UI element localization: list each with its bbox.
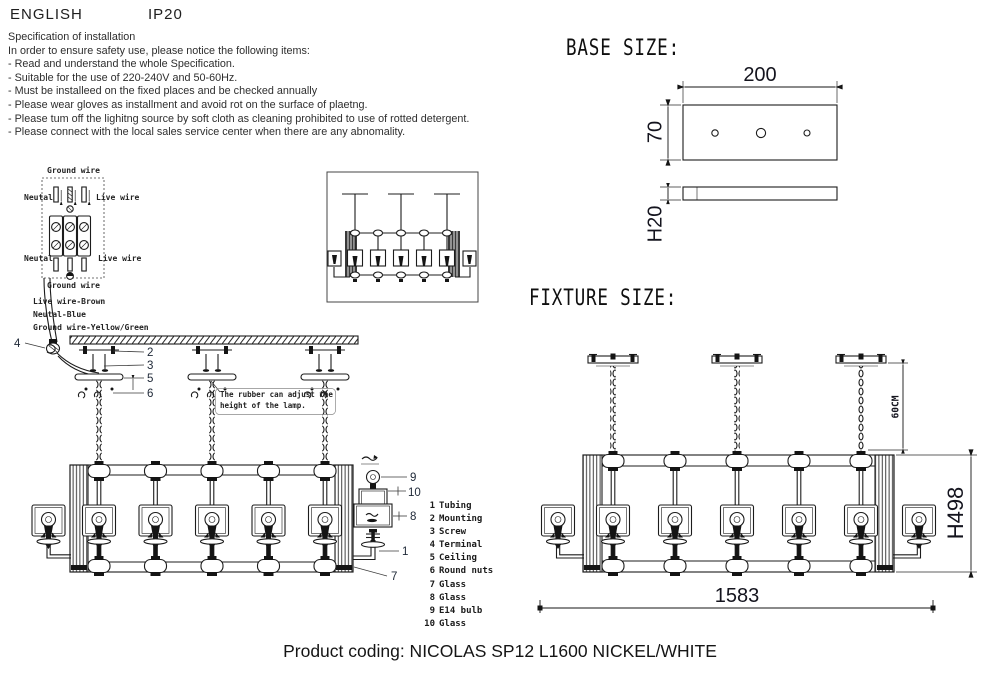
fixture-overview-inset: [326, 171, 479, 303]
spec-item: - Please connect with the local sales se…: [8, 126, 406, 139]
product-coding: Product coding: NICOLAS SP12 L1600 NICKE…: [283, 641, 717, 661]
callout-10: 10: [408, 487, 421, 499]
chain-length-dim: 60CM: [891, 395, 902, 418]
fixture-size-drawing: 60CM H498: [537, 352, 977, 613]
legend-ground-wire: Ground wire-Yellow/Green: [33, 322, 149, 332]
fixture-size-title: FIXTURE SIZE:: [529, 286, 678, 311]
label-ground-wire-top: Ground wire: [47, 165, 100, 175]
specification-block: Specification of installation In order t…: [8, 31, 469, 140]
label-live-top: Live wire: [96, 192, 140, 202]
legend-live-wire: Live wire-Brown: [33, 296, 105, 306]
callout-2: 2: [147, 347, 153, 359]
bulb-detail: 9 10 8 1 7: [353, 455, 421, 583]
ip-rating-label: IP20: [148, 6, 183, 23]
callout-8: 8: [410, 511, 416, 523]
label-neutral-bottom: Neutal: [24, 254, 53, 263]
spec-item: - Please tum off the lighitng source by …: [8, 112, 470, 125]
callout-6: 6: [147, 388, 153, 400]
base-depth-dim: 70: [644, 121, 666, 143]
spec-item: - Read and understand the whole Specific…: [8, 58, 235, 71]
spec-item: - Please wear gloves as installment and …: [8, 98, 368, 111]
language-label: ENGLISH: [10, 6, 83, 23]
callout-4: 4: [14, 338, 21, 350]
callout-7: 7: [391, 571, 397, 583]
callout-9: 9: [410, 472, 416, 484]
base-size-drawing: 200 70 H20: [644, 64, 843, 243]
spec-item: - Suitable for the use of 220-240V and 5…: [8, 71, 238, 84]
installation-diagram: 4 2 3 5 6 The rubber can adjust the heig…: [14, 335, 359, 577]
label-live-bottom: Live wire: [98, 253, 142, 263]
note-rubber-line2: height of the lamp.: [220, 401, 306, 410]
fixture-width-dim: 1583: [715, 585, 760, 607]
base-height-dim: H20: [644, 206, 666, 243]
spec-title: Specification of installation: [8, 31, 136, 43]
label-neutral-top: Neutal: [24, 193, 53, 202]
note-rubber-line1: The rubber can adjust the: [220, 390, 333, 399]
callout-5: 5: [147, 373, 153, 385]
callout-1: 1: [402, 546, 408, 558]
base-width-dim: 200: [743, 64, 776, 86]
wiring-diagram: Ground wire Neutal Live wire: [24, 165, 149, 343]
spec-intro: In order to ensure safety use, please no…: [8, 44, 310, 57]
legend-neutral: Neutal-Blue: [33, 310, 86, 319]
callout-3: 3: [147, 360, 153, 372]
spec-item: - Must be installeed on the fixed places…: [8, 85, 318, 98]
base-size-title: BASE SIZE:: [566, 36, 680, 61]
fixture-height-dim: H498: [943, 487, 968, 540]
label-ground-wire-bottom: Ground wire: [47, 280, 100, 290]
